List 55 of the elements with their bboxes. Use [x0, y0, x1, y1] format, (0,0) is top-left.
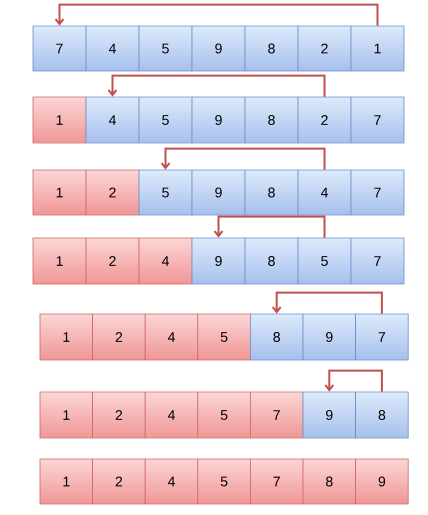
array-cell: 4	[144, 392, 198, 438]
array-cell: 8	[244, 170, 298, 216]
array-cell: 7	[250, 392, 304, 438]
array-cell: 2	[298, 26, 352, 72]
array-cell: 9	[192, 96, 246, 144]
array-cell: 2	[86, 170, 140, 216]
swap-arrow	[272, 292, 383, 314]
array-cell: 9	[192, 170, 246, 216]
array-cell: 9	[192, 26, 246, 72]
array-cell: 4	[86, 96, 140, 144]
array-cell: 1	[40, 392, 93, 438]
array-cell: 5	[197, 392, 251, 438]
array-cell: 9	[302, 392, 356, 438]
array-cell: 1	[40, 458, 93, 504]
array-cell: 5	[138, 26, 192, 72]
array-cell: 1	[32, 170, 86, 216]
array-cell: 5	[197, 314, 251, 360]
array-cell: 4	[298, 170, 352, 216]
array-cell: 4	[144, 458, 198, 504]
array-cell: 9	[302, 314, 356, 360]
array-cell: 1	[40, 314, 93, 360]
array-cell: 2	[92, 314, 146, 360]
array-cell: 4	[144, 314, 198, 360]
array-cell: 8	[244, 96, 298, 144]
array-cell: 1	[350, 26, 404, 72]
array-cell: 9	[192, 238, 246, 284]
swap-arrow	[160, 148, 326, 170]
array-cell: 8	[244, 238, 298, 284]
array-cell: 2	[92, 392, 146, 438]
array-cell: 4	[86, 26, 140, 72]
array-cell: 5	[138, 96, 192, 144]
array-cell: 2	[86, 238, 140, 284]
array-cell: 2	[298, 96, 352, 144]
array-cell: 1	[32, 96, 86, 144]
array-cell: 7	[350, 96, 404, 144]
swap-arrow	[214, 216, 326, 238]
array-cell: 7	[350, 238, 404, 284]
array-cell: 7	[355, 314, 409, 360]
array-cell: 5	[138, 170, 192, 216]
array-cell: 4	[138, 238, 192, 284]
array-cell: 8	[355, 392, 409, 438]
array-cell: 9	[355, 458, 409, 504]
array-cell: 5	[298, 238, 352, 284]
array-cell: 8	[302, 458, 356, 504]
array-cell: 8	[244, 26, 298, 72]
array-cell: 1	[32, 238, 86, 284]
swap-arrow	[54, 4, 378, 26]
array-cell: 7	[32, 26, 86, 72]
array-cell: 5	[197, 458, 251, 504]
array-cell: 7	[250, 458, 304, 504]
swap-arrow	[324, 370, 383, 392]
swap-arrow	[108, 74, 326, 97]
array-cell: 8	[250, 314, 304, 360]
array-cell: 2	[92, 458, 146, 504]
array-cell: 7	[350, 170, 404, 216]
